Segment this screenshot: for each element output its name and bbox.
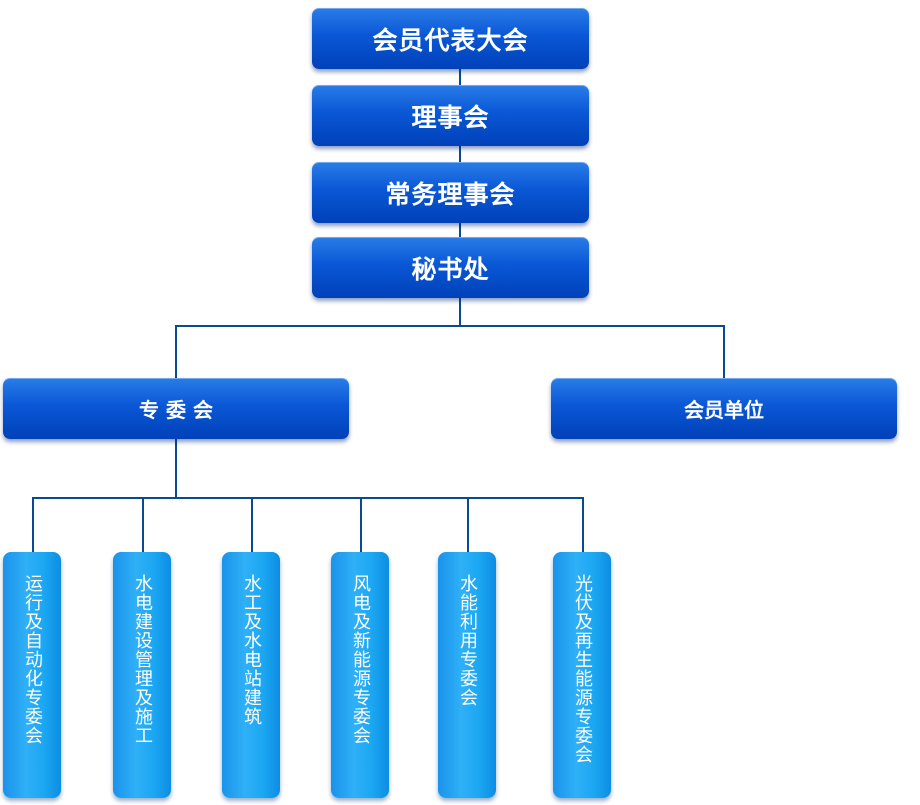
node-council: 理事会	[312, 85, 589, 146]
node-secretariat-label: 秘书处	[411, 254, 490, 284]
committee-pv-renewable-energy-label: 光伏及再生能源专委会	[572, 574, 593, 764]
committee-hydro-energy-utilization-label: 水能利用专委会	[457, 574, 478, 707]
node-special-committees: 专 委 会	[3, 378, 349, 439]
committee-hydraulic-station-building: 水工及水电站建筑	[222, 552, 280, 798]
committee-wind-new-energy: 风电及新能源专委会	[331, 552, 389, 798]
connector-committee-drop-2	[142, 497, 144, 554]
committee-hydraulic-station-building-label: 水工及水电站建筑	[241, 574, 262, 726]
node-council-label: 理事会	[411, 102, 490, 132]
committee-hydro-energy-utilization: 水能利用专委会	[438, 552, 496, 798]
committee-hydro-construction-management: 水电建设管理及施工	[113, 552, 171, 798]
connector-committee-stem	[175, 438, 177, 499]
node-secretariat: 秘书处	[312, 237, 589, 298]
connector-branch-right-drop	[723, 325, 725, 380]
connector-committee-drop-1	[32, 497, 34, 554]
committee-pv-renewable-energy: 光伏及再生能源专委会	[553, 552, 611, 798]
connector-committee-drop-5	[467, 497, 469, 554]
committee-operation-automation-label: 运行及自动化专委会	[22, 574, 43, 745]
node-standing-council: 常务理事会	[312, 162, 589, 223]
node-special-committees-label: 专 委 会	[139, 398, 213, 422]
node-members-congress: 会员代表大会	[312, 8, 589, 69]
committee-hydro-construction-management-label: 水电建设管理及施工	[132, 574, 153, 745]
committee-wind-new-energy-label: 风电及新能源专委会	[350, 574, 371, 745]
connector-branch-left-drop	[175, 325, 177, 380]
node-standing-council-label: 常务理事会	[385, 179, 516, 209]
node-member-units-label: 会员单位	[684, 398, 764, 422]
connector-branch-bar	[175, 325, 725, 327]
connector-committee-bar	[32, 497, 584, 499]
node-member-units: 会员单位	[551, 378, 897, 439]
connector-committee-drop-4	[360, 497, 362, 554]
connector-committee-drop-3	[251, 497, 253, 554]
connector-committee-drop-6	[582, 497, 584, 554]
node-members-congress-label: 会员代表大会	[372, 25, 529, 55]
committee-operation-automation: 运行及自动化专委会	[3, 552, 61, 798]
